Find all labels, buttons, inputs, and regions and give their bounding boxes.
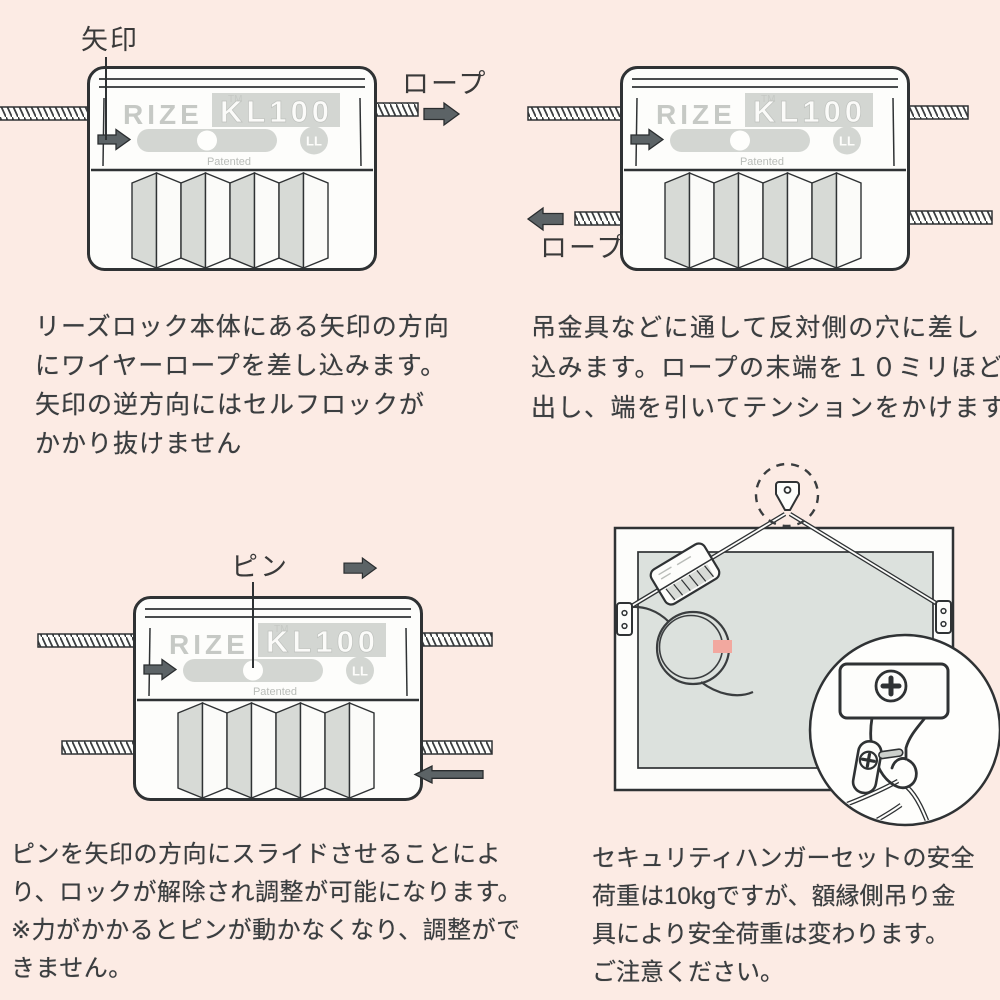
frame-bracket-right [935,600,952,634]
wall-hook-hole [783,486,792,494]
rope-direction-arrow-icon [423,102,460,126]
wire-rope-bottom-right [411,740,493,755]
frame-bracket-left [616,602,633,636]
detail-callout-circle [754,462,820,528]
text-line: ※力がかかるとピンが動かなくなり、調整がで [11,917,521,944]
kl100-device-mini [649,542,721,606]
diagram-frame-hanging [613,462,1000,827]
text-line: 吊金具などに通して反対側の穴に差し [531,314,981,342]
arrow-callout-label: 矢印 [81,25,139,55]
wire-rope-top-right [411,632,493,647]
wire-rope-bottom-right [905,210,993,225]
wall-hook [775,481,800,511]
slide-direction-arrow-icon [343,557,377,579]
magnifier-closeup [808,633,1000,827]
instruction-text-pin: ピンを矢印の方向にスライドさせることによ り、ロックが解除され調整が可能になりま… [11,836,522,988]
instruction-text-insert: リーズロック本体にある矢印の方向 にワイヤーロープを差し込みます。 矢印の逆方向… [35,308,450,464]
rope-callout-label: ロープ [402,69,487,99]
diagram-pin-slide: ピン [37,552,493,801]
kl100-device [133,596,423,801]
lock-strap [851,739,883,795]
diagram-thread-opposite-hole: ロープ [527,66,993,271]
text-line: り、ロックが解除され調整が可能になります。 [11,879,523,906]
instruction-text-thread: 吊金具などに通して反対側の穴に差し 込みます。ロープの末端を１０ミリほど 出し、… [531,308,1000,428]
pink-tape-marker [713,640,732,653]
text-line: 荷重は10kgですが、額縁側吊り金 [592,883,956,910]
text-line: きません。 [11,955,133,982]
rope-pull-arrow-icon [413,764,484,785]
rope-pull-arrow-icon [527,207,564,231]
text-line: セキュリティハンガーセットの安全 [592,845,975,872]
text-line: 出し、端を引いてテンションをかけます。 [531,394,1000,422]
wire-rope-top-left [37,633,139,648]
text-line: 具により安全荷重は変わります。 [592,921,950,948]
text-line: ピンを矢印の方向にスライドさせることによ [11,841,501,868]
kl100-device [87,66,377,271]
wire-rope-top-left [527,106,629,121]
pin-callout-label: ピン [231,552,289,582]
rope-callout-label: ロープ [540,233,625,263]
text-line: 込みます。ロープの末端を１０ミリほど [531,354,1000,382]
wire-rope-left [0,106,92,121]
wire-rope-top-right [907,105,969,120]
kl100-device [620,66,910,271]
wire-rope-bottom-left [61,740,139,755]
lock-pin-rod [878,748,904,760]
text-line: かかり抜けません [35,430,243,458]
text-line: ご注意ください。 [592,959,784,986]
instruction-text-load: セキュリティハンガーセットの安全 荷重は10kgですが、額縁側吊り金 具により安… [592,840,975,992]
text-line: 矢印の逆方向にはセルフロックが [35,391,426,419]
text-line: にワイヤーロープを差し込みます。 [35,352,447,380]
text-line: リーズロック本体にある矢印の方向 [35,313,450,341]
diagram-insert-rope: RIZE TM KL100 Patented LL [0,25,487,271]
